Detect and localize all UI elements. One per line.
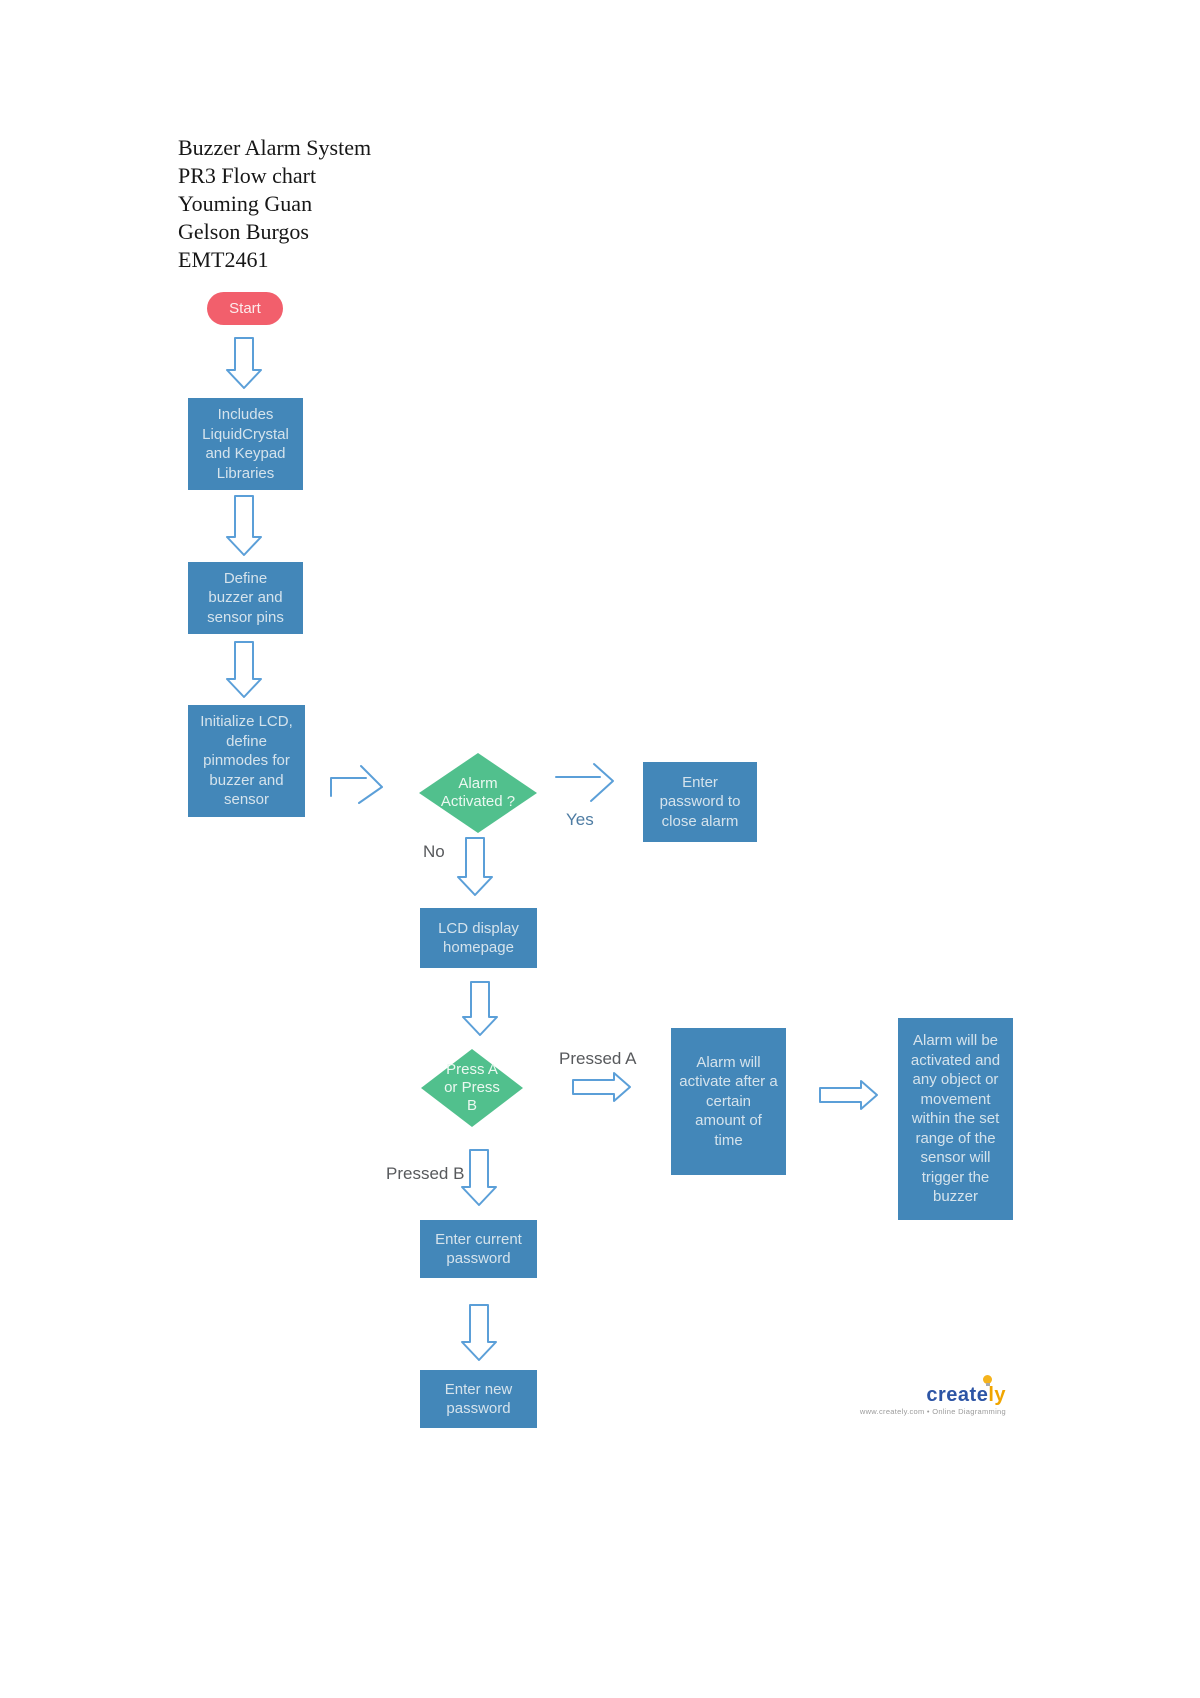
- process-node-enter-password-close-alarm: Enter password to close alarm: [643, 762, 757, 842]
- arrow-yes-to-password-box-icon: [555, 763, 614, 802]
- arrow-to-motion-box-icon: [819, 1080, 878, 1110]
- process-node-alarm-triggered-by-motion: Alarm will be activated and any object o…: [898, 1018, 1013, 1220]
- arrow-no-to-lcd-homepage-icon: [457, 837, 493, 896]
- decision-label: Press A or Press B: [444, 1061, 500, 1114]
- creately-logo: creately www.creately.com • Online Diagr…: [846, 1375, 1006, 1416]
- decision-label: Alarm Activated ?: [440, 775, 516, 810]
- process-node-includes-libraries: Includes LiquidCrystal and Keypad Librar…: [188, 398, 303, 490]
- process-node-enter-new-password: Enter new password: [420, 1370, 537, 1428]
- process-node-enter-current-password: Enter current password: [420, 1220, 537, 1278]
- arrow-start-to-includes-icon: [226, 337, 262, 389]
- arrow-pressedb-down-icon: [461, 1149, 497, 1206]
- logo-text-blue: create: [926, 1384, 989, 1406]
- title-line: EMT2461: [178, 247, 269, 272]
- diamond-shape-icon: [419, 753, 537, 833]
- process-node-initialize-lcd: Initialize LCD, define pinmodes for buzz…: [188, 705, 305, 817]
- logo-text-orange: ly: [988, 1384, 1006, 1406]
- lightbulb-icon: [983, 1375, 992, 1386]
- decision-node-alarm-activated: Alarm Activated ?: [419, 753, 537, 833]
- arrow-define-to-initialize-icon: [226, 641, 262, 698]
- arrow-current-to-new-password-icon: [461, 1304, 497, 1361]
- decision-node-press-a-or-b: Press A or Press B: [421, 1049, 523, 1127]
- title-line: Gelson Burgos: [178, 219, 309, 244]
- title-block: Buzzer Alarm System PR3 Flow chart Youmi…: [178, 134, 371, 274]
- start-node: Start: [207, 292, 283, 325]
- arrow-pressed-a-right-icon: [572, 1072, 631, 1102]
- edge-label-yes: Yes: [566, 810, 594, 829]
- arrow-initialize-to-decision-icon: [330, 765, 383, 804]
- title-line: PR3 Flow chart: [178, 163, 317, 188]
- edge-label-no: No: [423, 842, 445, 861]
- process-node-lcd-display-homepage: LCD display homepage: [420, 908, 537, 968]
- diamond-shape-icon: [421, 1049, 523, 1127]
- title-line: Youming Guan: [178, 191, 313, 216]
- title-line: Buzzer Alarm System: [178, 135, 372, 160]
- arrow-homepage-to-pressab-icon: [462, 981, 498, 1036]
- arrow-includes-to-define-icon: [226, 495, 262, 556]
- edge-label-pressed-b: Pressed B: [386, 1164, 465, 1183]
- edge-label-pressed-a: Pressed A: [559, 1049, 637, 1068]
- logo-tagline: www.creately.com • Online Diagramming: [859, 1407, 1006, 1416]
- process-node-define-pins: Define buzzer and sensor pins: [188, 562, 303, 634]
- process-node-alarm-activate-after-time: Alarm will activate after a certain amou…: [671, 1028, 786, 1175]
